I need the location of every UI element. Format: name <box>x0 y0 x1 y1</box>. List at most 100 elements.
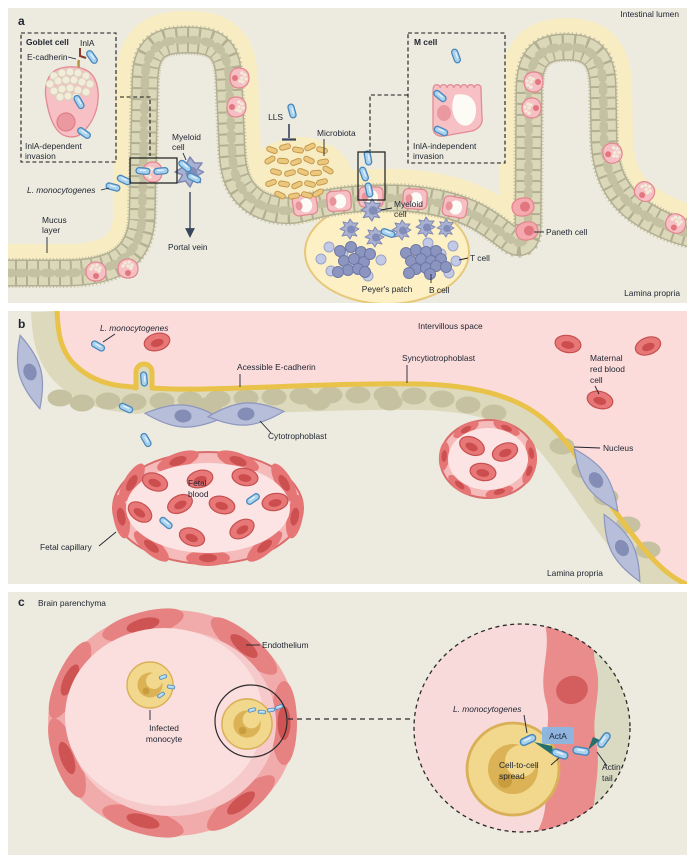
intervillous-space-label: Intervillous space <box>418 321 483 331</box>
cell-to-cell-label-2: spread <box>499 771 525 781</box>
t-cell-icon <box>447 240 459 252</box>
goblet-cell-icon <box>117 258 139 279</box>
goblet-cell-icon <box>226 96 247 118</box>
panel-c: ActA c Brain parenchyma Endothelium Infe… <box>8 592 687 855</box>
nucleus-icon <box>69 394 95 412</box>
b-cell-icon <box>334 245 346 257</box>
nucleus-label: Nucleus <box>603 443 633 453</box>
m-cell-icon <box>325 189 353 213</box>
panel-b-l-monocytogenes-label: L. monocytogenes <box>100 323 169 333</box>
bacterium-icon <box>135 166 151 176</box>
endothelial-nucleus <box>556 675 588 705</box>
portal-vein-label: Portal vein <box>168 242 208 252</box>
paneth-cell-label: Paneth cell <box>546 227 588 237</box>
actin-tail-leader <box>596 751 608 767</box>
accessible-e-cadherin-label: Acessible E-cadherin <box>237 362 316 372</box>
acta-box <box>542 727 574 744</box>
transmigrating-monocyte-icon <box>221 698 273 750</box>
nucleus-icon <box>345 386 371 404</box>
panel-a-lamina-propria-label: Lamina propria <box>624 288 680 298</box>
brain-parenchyma-label: Brain parenchyma <box>38 598 106 608</box>
e-cadherin-leader <box>67 56 77 60</box>
e-cadherin-label: E-cadherin <box>27 52 68 62</box>
actin-tail-label-1: Actin <box>602 762 621 772</box>
nucleus-icon <box>377 393 403 411</box>
panel-b: b L. monocytogenes Intervillous space Sy… <box>8 311 687 584</box>
cytotrophoblast-label: Cytotrophoblast <box>268 431 327 441</box>
goblet-invasion-highlight-box <box>129 157 178 184</box>
goblet-cell-icon <box>85 261 107 282</box>
actin-tail-icon <box>534 742 554 756</box>
nucleus-icon <box>429 390 455 408</box>
t-cell-icon <box>315 253 327 265</box>
b-cell-icon <box>345 241 357 253</box>
mucus-layer-label-1: Mucus <box>42 215 67 225</box>
zoom-dashed-circle <box>413 623 631 833</box>
b-cell-icon <box>342 264 354 276</box>
b-cell-icon <box>424 268 436 280</box>
panel-c-l-monocytogenes-leader <box>523 714 528 734</box>
m-cell-inset: M cell InlA-independent invasion <box>407 32 506 164</box>
endothelium-label: Endothelium <box>262 640 309 650</box>
inla-molecule <box>79 48 87 59</box>
panel-b-lamina-propria-label: Lamina propria <box>547 568 603 578</box>
t-cell-icon <box>450 255 462 267</box>
panel-b-l-monocytogenes-leader <box>102 333 116 343</box>
nucleus-icon <box>261 388 287 406</box>
mucus-layer-label-2: layer <box>42 225 60 235</box>
fetal-capillary-small <box>437 417 540 501</box>
intervillous-space-fill <box>57 311 687 584</box>
cell-to-cell-label-1: Cell-to-cell <box>499 760 539 770</box>
panel-c-l-monocytogenes-label: L. monocytogenes <box>453 704 522 714</box>
fetal-capillary-label: Fetal capillary <box>40 542 92 552</box>
brain-capillary <box>40 601 297 845</box>
actin-tail-label-2: tail <box>602 773 613 783</box>
fetal-capillary-leader <box>98 531 117 547</box>
goblet-inset-title: Goblet cell <box>26 37 69 47</box>
b-cell-icon <box>348 253 360 265</box>
goblet-cell-icon <box>521 97 542 119</box>
microbiota-label: Microbiota <box>317 128 356 138</box>
nucleus-icon <box>47 389 73 407</box>
maternal-rbc-label-2: red blood <box>590 364 625 374</box>
m-inset-caption-1: InlA-independent <box>413 141 477 151</box>
goblet-cell-icon <box>523 71 544 93</box>
cytotrophoblast-leader <box>259 420 272 434</box>
m-inset-caption-2: invasion <box>413 151 444 161</box>
b-cell-icon <box>359 266 371 278</box>
m-cell-icon <box>440 194 470 220</box>
m-cell-invasion-highlight-box <box>357 151 386 201</box>
peyers-patch-label: Peyer's patch <box>362 284 413 294</box>
inla-label: InlA <box>80 38 95 48</box>
microbiota-icon <box>309 169 323 177</box>
t-cell-label: T cell <box>470 253 490 263</box>
myeloid-cell-leader <box>182 152 187 161</box>
nucleus-icon <box>455 396 481 414</box>
patch-myeloid-label-2: cell <box>394 209 407 219</box>
b-cell-icon <box>440 261 452 273</box>
lamina-propria-fill <box>8 40 687 303</box>
magnifier-circle <box>214 684 288 758</box>
infected-monocyte-label-2: monocyte <box>146 734 183 744</box>
fetal-blood-label-1: Fetal <box>188 478 207 488</box>
nucleus-icon <box>481 404 507 422</box>
microbiota-icon <box>276 157 290 165</box>
b-cell-icon <box>403 267 415 279</box>
vessel-lumen <box>65 628 263 806</box>
nucleus-leader <box>573 446 601 449</box>
actin-tail-icon <box>588 737 600 750</box>
fetal-blood-label-2: blood <box>188 489 209 499</box>
b-cell-label: B cell <box>429 285 450 295</box>
panel-b-letter: b <box>18 317 25 331</box>
fetal-capillary-large <box>109 445 307 567</box>
patch-myeloid-leader <box>380 207 393 211</box>
goblet-cell-icon <box>229 67 250 89</box>
m-cell-pocket <box>452 94 476 126</box>
goblet-nucleus <box>56 112 76 132</box>
patch-myeloid-label-1: Myeloid <box>394 199 423 209</box>
bacterium-icon <box>258 710 266 714</box>
syncytiotrophoblast-label: Syncytiotrophoblast <box>402 353 476 363</box>
bacterium-icon <box>139 371 149 387</box>
